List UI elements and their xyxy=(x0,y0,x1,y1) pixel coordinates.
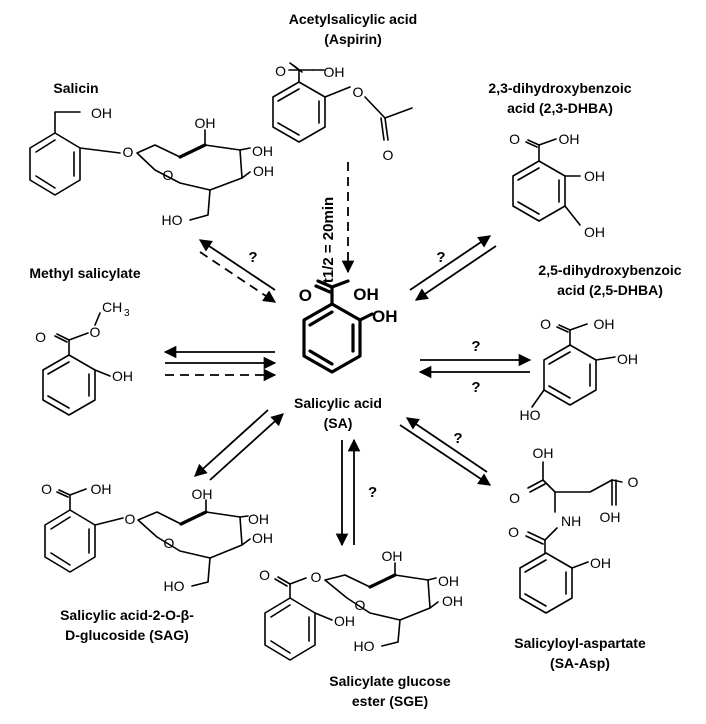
arrow-sa-dhba23 xyxy=(409,235,492,291)
svg-text:O: O xyxy=(275,63,286,79)
svg-text:O: O xyxy=(90,324,101,340)
svg-text:OH: OH xyxy=(594,316,615,332)
sge-name: Salicylate glucose xyxy=(329,673,451,689)
svg-text:O: O xyxy=(383,147,394,163)
svg-text:NH: NH xyxy=(561,513,581,529)
svg-text:HO: HO xyxy=(520,407,541,423)
sa-name: Salicylic acid xyxy=(294,395,382,411)
svg-text:OH: OH xyxy=(253,163,274,179)
dhba23-name2: acid (2,3-DHBA) xyxy=(507,100,613,116)
svg-text:OH: OH xyxy=(372,307,398,326)
q-salicin: ? xyxy=(248,249,257,266)
svg-text:O: O xyxy=(509,490,520,506)
dhba23-name: 2,3-dihydroxybenzoic xyxy=(488,80,631,96)
q-saasp: ? xyxy=(453,430,462,447)
svg-text:O: O xyxy=(123,144,134,160)
arrow-sa-saasp xyxy=(399,424,492,486)
svg-text:OH: OH xyxy=(559,131,580,147)
sge-structure: O O OH O OH OH OH HO Salicylate glucose … xyxy=(259,548,463,709)
arrow-salicin-sa xyxy=(199,251,277,303)
sa-structure: O OH OH Salicylic acid (SA) xyxy=(294,279,398,431)
svg-text:OH: OH xyxy=(192,486,213,502)
svg-text:OH: OH xyxy=(382,548,403,564)
saasp-name: Salicyloyl-aspartate xyxy=(514,635,646,651)
svg-text:OH: OH xyxy=(112,368,133,384)
svg-text:O: O xyxy=(41,481,52,497)
sag-structure: O OH O O OH OH OH HO Salicylic acid-2-O-… xyxy=(41,481,273,643)
svg-text:OH: OH xyxy=(334,613,355,629)
arrow-dhba23-sa xyxy=(414,245,497,301)
dhba23-structure: 2,3-dihydroxybenzoic acid (2,3-DHBA) O O… xyxy=(488,80,631,240)
arrow-sag-sa xyxy=(209,413,284,481)
q-sge: ? xyxy=(368,484,377,501)
svg-text:O: O xyxy=(509,131,520,147)
svg-text:OH: OH xyxy=(600,509,621,525)
svg-text:OH: OH xyxy=(91,481,112,497)
svg-text:O: O xyxy=(311,569,322,585)
svg-text:O: O xyxy=(125,511,136,527)
dhba25-structure: 2,5-dihydroxybenzoic acid (2,5-DHBA) O O… xyxy=(520,262,682,423)
svg-text:OH: OH xyxy=(252,530,273,546)
svg-text:CH: CH xyxy=(102,299,122,315)
svg-text:OH: OH xyxy=(438,573,459,589)
salicin-structure: Salicin OH O O OH OH OH HO xyxy=(29,80,274,228)
svg-text:OH: OH xyxy=(533,445,554,461)
q-dhba25-a: ? xyxy=(471,338,480,355)
aspirin-structure: Acetylsalicylic acid (Aspirin) O OH O O xyxy=(272,11,417,163)
methyl-structure: Methyl salicylate O O CH 3 OH xyxy=(29,265,141,416)
svg-text:O: O xyxy=(164,535,175,551)
svg-text:OH: OH xyxy=(442,593,463,609)
salicin-name: Salicin xyxy=(53,80,98,96)
svg-text:OH: OH xyxy=(584,168,605,184)
svg-text:HO: HO xyxy=(164,578,185,594)
svg-text:OH: OH xyxy=(248,511,269,527)
saasp-structure: OH O O OH NH O OH Salicyloyl-aspartate (… xyxy=(508,445,646,671)
svg-text:3: 3 xyxy=(124,308,130,319)
svg-text:OH: OH xyxy=(590,555,611,571)
dhba25-name2: acid (2,5-DHBA) xyxy=(557,282,663,298)
aspirin-name: Acetylsalicylic acid xyxy=(289,11,417,27)
methyl-name: Methyl salicylate xyxy=(29,265,140,281)
dhba25-name: 2,5-dihydroxybenzoic xyxy=(538,262,681,278)
arrow-sa-salicin xyxy=(198,239,276,291)
svg-text:O: O xyxy=(35,329,46,345)
svg-text:HO: HO xyxy=(354,638,375,654)
svg-text:O: O xyxy=(163,167,174,183)
svg-text:OH: OH xyxy=(584,224,605,240)
svg-text:O: O xyxy=(540,316,551,332)
svg-text:O: O xyxy=(353,84,364,100)
svg-text:OH: OH xyxy=(617,351,638,367)
svg-text:O: O xyxy=(628,474,639,490)
sag-name: Salicylic acid-2-O-β- xyxy=(60,607,194,623)
svg-text:HO: HO xyxy=(162,212,183,228)
saasp-name2: (SA-Asp) xyxy=(550,655,610,671)
arrow-sa-sag xyxy=(194,409,269,477)
svg-text:OH: OH xyxy=(353,285,379,304)
arrow-saasp-sa xyxy=(405,417,488,473)
svg-text:OH: OH xyxy=(195,115,216,131)
q-dhba25-b: ? xyxy=(471,379,480,396)
svg-text:O: O xyxy=(259,567,270,583)
halflife-label: t1/2 = 20min xyxy=(320,197,337,283)
svg-text:OH: OH xyxy=(324,64,345,80)
svg-text:OH: OH xyxy=(252,143,273,159)
svg-text:OH: OH xyxy=(91,105,112,121)
sa-alias: (SA) xyxy=(324,415,353,431)
svg-text:O: O xyxy=(299,286,312,305)
sag-name2: D-glucoside (SAG) xyxy=(65,627,189,643)
aspirin-alias: (Aspirin) xyxy=(324,31,382,47)
sge-name2: ester (SGE) xyxy=(352,693,428,709)
q-dhba23: ? xyxy=(436,249,445,266)
svg-text:O: O xyxy=(508,524,519,540)
svg-text:O: O xyxy=(355,597,366,613)
